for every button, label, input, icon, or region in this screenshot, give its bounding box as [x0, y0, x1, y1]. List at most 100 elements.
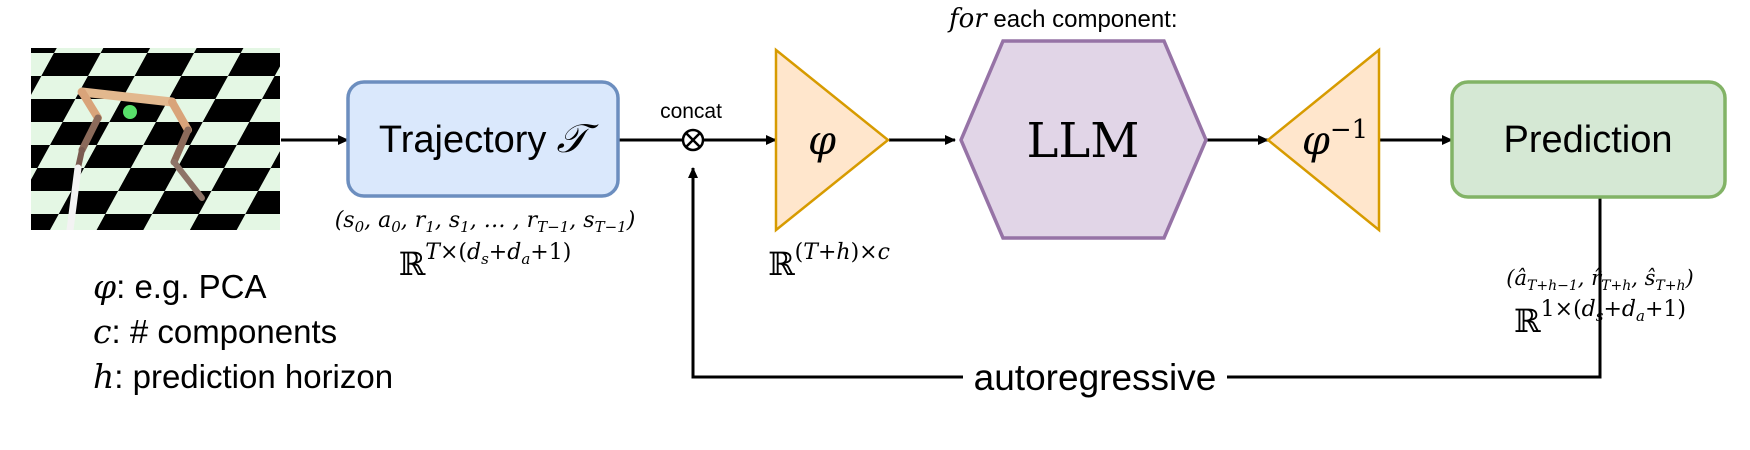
trajectory-tuple: (s0, a0, r1, s1, … , rT−1, sT−1): [335, 208, 636, 236]
checker-tile: [152, 191, 212, 214]
checker-tile: [134, 53, 195, 76]
checker-tile: [181, 53, 241, 76]
checker-tile: [283, 122, 342, 145]
header-each-component: each component:: [987, 6, 1178, 33]
checker-tile: [279, 214, 338, 237]
legend-item: φ: e.g. PCA: [93, 267, 267, 306]
prediction-tuple: (âT+h−1, r̂T+h, ŝT+h): [1506, 266, 1693, 294]
checker-tile: [109, 99, 169, 122]
legend-item: h: prediction horizon: [93, 357, 393, 396]
phi-triangle: [774, 47, 890, 233]
checker-tile: [31, 122, 63, 145]
checker-tile: [224, 145, 280, 168]
checker-tile: [198, 191, 259, 214]
checker-tile: [118, 168, 178, 191]
legend-text: : prediction horizon: [114, 358, 393, 395]
legend-text: : # components: [111, 313, 337, 350]
llm-hexagon: [959, 39, 1208, 240]
checker-tile: [240, 48, 280, 53]
llm-label: LLM: [1027, 113, 1140, 169]
legend: φ: e.g. PCA c: # components h: predictio…: [93, 267, 393, 396]
checker-tile: [267, 237, 326, 260]
checker-tile: [31, 48, 57, 53]
checker-tile: [245, 191, 280, 214]
phi-block: φ: [774, 47, 890, 233]
checker-tile: [236, 214, 280, 230]
checker-tile: [177, 145, 237, 168]
checker-tile: [189, 214, 246, 230]
checker-tile: [54, 48, 104, 53]
checker-tile: [71, 168, 131, 191]
checker-tile: [381, 30, 440, 53]
checker-tile: [96, 214, 153, 230]
checker-tile: [0, 191, 25, 214]
checker-tile: [190, 122, 250, 145]
checker-tile: [96, 122, 157, 145]
concat-operator-icon: [681, 128, 705, 152]
checker-tile: [31, 76, 89, 99]
header-for: for: [947, 4, 988, 34]
checker-tile: [334, 30, 393, 53]
checker-tile: [270, 151, 280, 168]
trajectory-label: Trajectory: [379, 119, 547, 161]
checker-tile: [31, 168, 38, 180]
autoregressive-label: autoregressive: [974, 357, 1217, 398]
header-caption: for each component:: [947, 4, 1178, 34]
trajectory-space: ℝT×(ds+da+1): [399, 240, 572, 283]
environment-render-image: [0, 30, 440, 260]
trajectory-box-shape: [346, 80, 620, 198]
checker-tile: [0, 145, 3, 168]
checker-tile: [215, 76, 275, 99]
checker-tile: [236, 122, 280, 145]
prediction-box-shape: [1450, 80, 1727, 199]
checker-tile: [143, 214, 199, 230]
checker-tile: [168, 76, 229, 99]
checker-tile: [31, 145, 51, 168]
checker-tile: [220, 237, 279, 260]
legend-text: : e.g. PCA: [116, 268, 266, 305]
checker-tile: [122, 76, 182, 99]
checker-tile: [31, 53, 55, 76]
checker-tile: [31, 168, 85, 191]
checker-tile: [287, 30, 346, 53]
concat-label: concat: [660, 100, 722, 123]
checker-tile: [174, 237, 233, 260]
checker-tile: [31, 76, 42, 95]
checker-tile: [105, 191, 165, 214]
checker-tile: [84, 145, 144, 168]
llm-block: LLM: [959, 39, 1208, 240]
checker-tile: [228, 53, 280, 76]
checker-tile: [147, 48, 197, 53]
legend-symbol: φ: [93, 267, 116, 306]
legend-symbol: c: [93, 312, 111, 351]
checker-tile: [127, 237, 186, 260]
phi-inverse-base: φ: [1302, 118, 1330, 164]
phi-inverse-exponent: −1: [1330, 115, 1368, 145]
checker-tile: [0, 237, 46, 260]
checker-tile: [34, 237, 93, 260]
phi-inverse-triangle: [1266, 47, 1381, 233]
checker-tile: [100, 48, 151, 53]
checker-tile: [80, 237, 139, 260]
checker-tile: [0, 99, 29, 122]
checker-tile: [31, 214, 59, 230]
checker-tile: [41, 53, 101, 76]
prediction-label: Prediction: [1504, 119, 1673, 161]
checker-tile: [262, 76, 280, 99]
checker-tile: [368, 53, 427, 76]
checker-tile: [274, 66, 280, 76]
checker-tile: [0, 214, 12, 237]
phi-symbol: φ: [808, 118, 836, 164]
phi-inverse-block: φ−1: [1266, 47, 1381, 233]
checker-tile: [211, 168, 271, 191]
checker-tile: [202, 99, 263, 122]
checker-tile: [31, 191, 72, 214]
legend-item: c: # components: [93, 312, 337, 351]
checker-tile: [249, 99, 280, 122]
autoregressive-label-bg: [963, 358, 1227, 396]
checker-tile: [321, 53, 380, 76]
checker-tile: [194, 48, 244, 53]
checker-tile: [0, 122, 16, 145]
